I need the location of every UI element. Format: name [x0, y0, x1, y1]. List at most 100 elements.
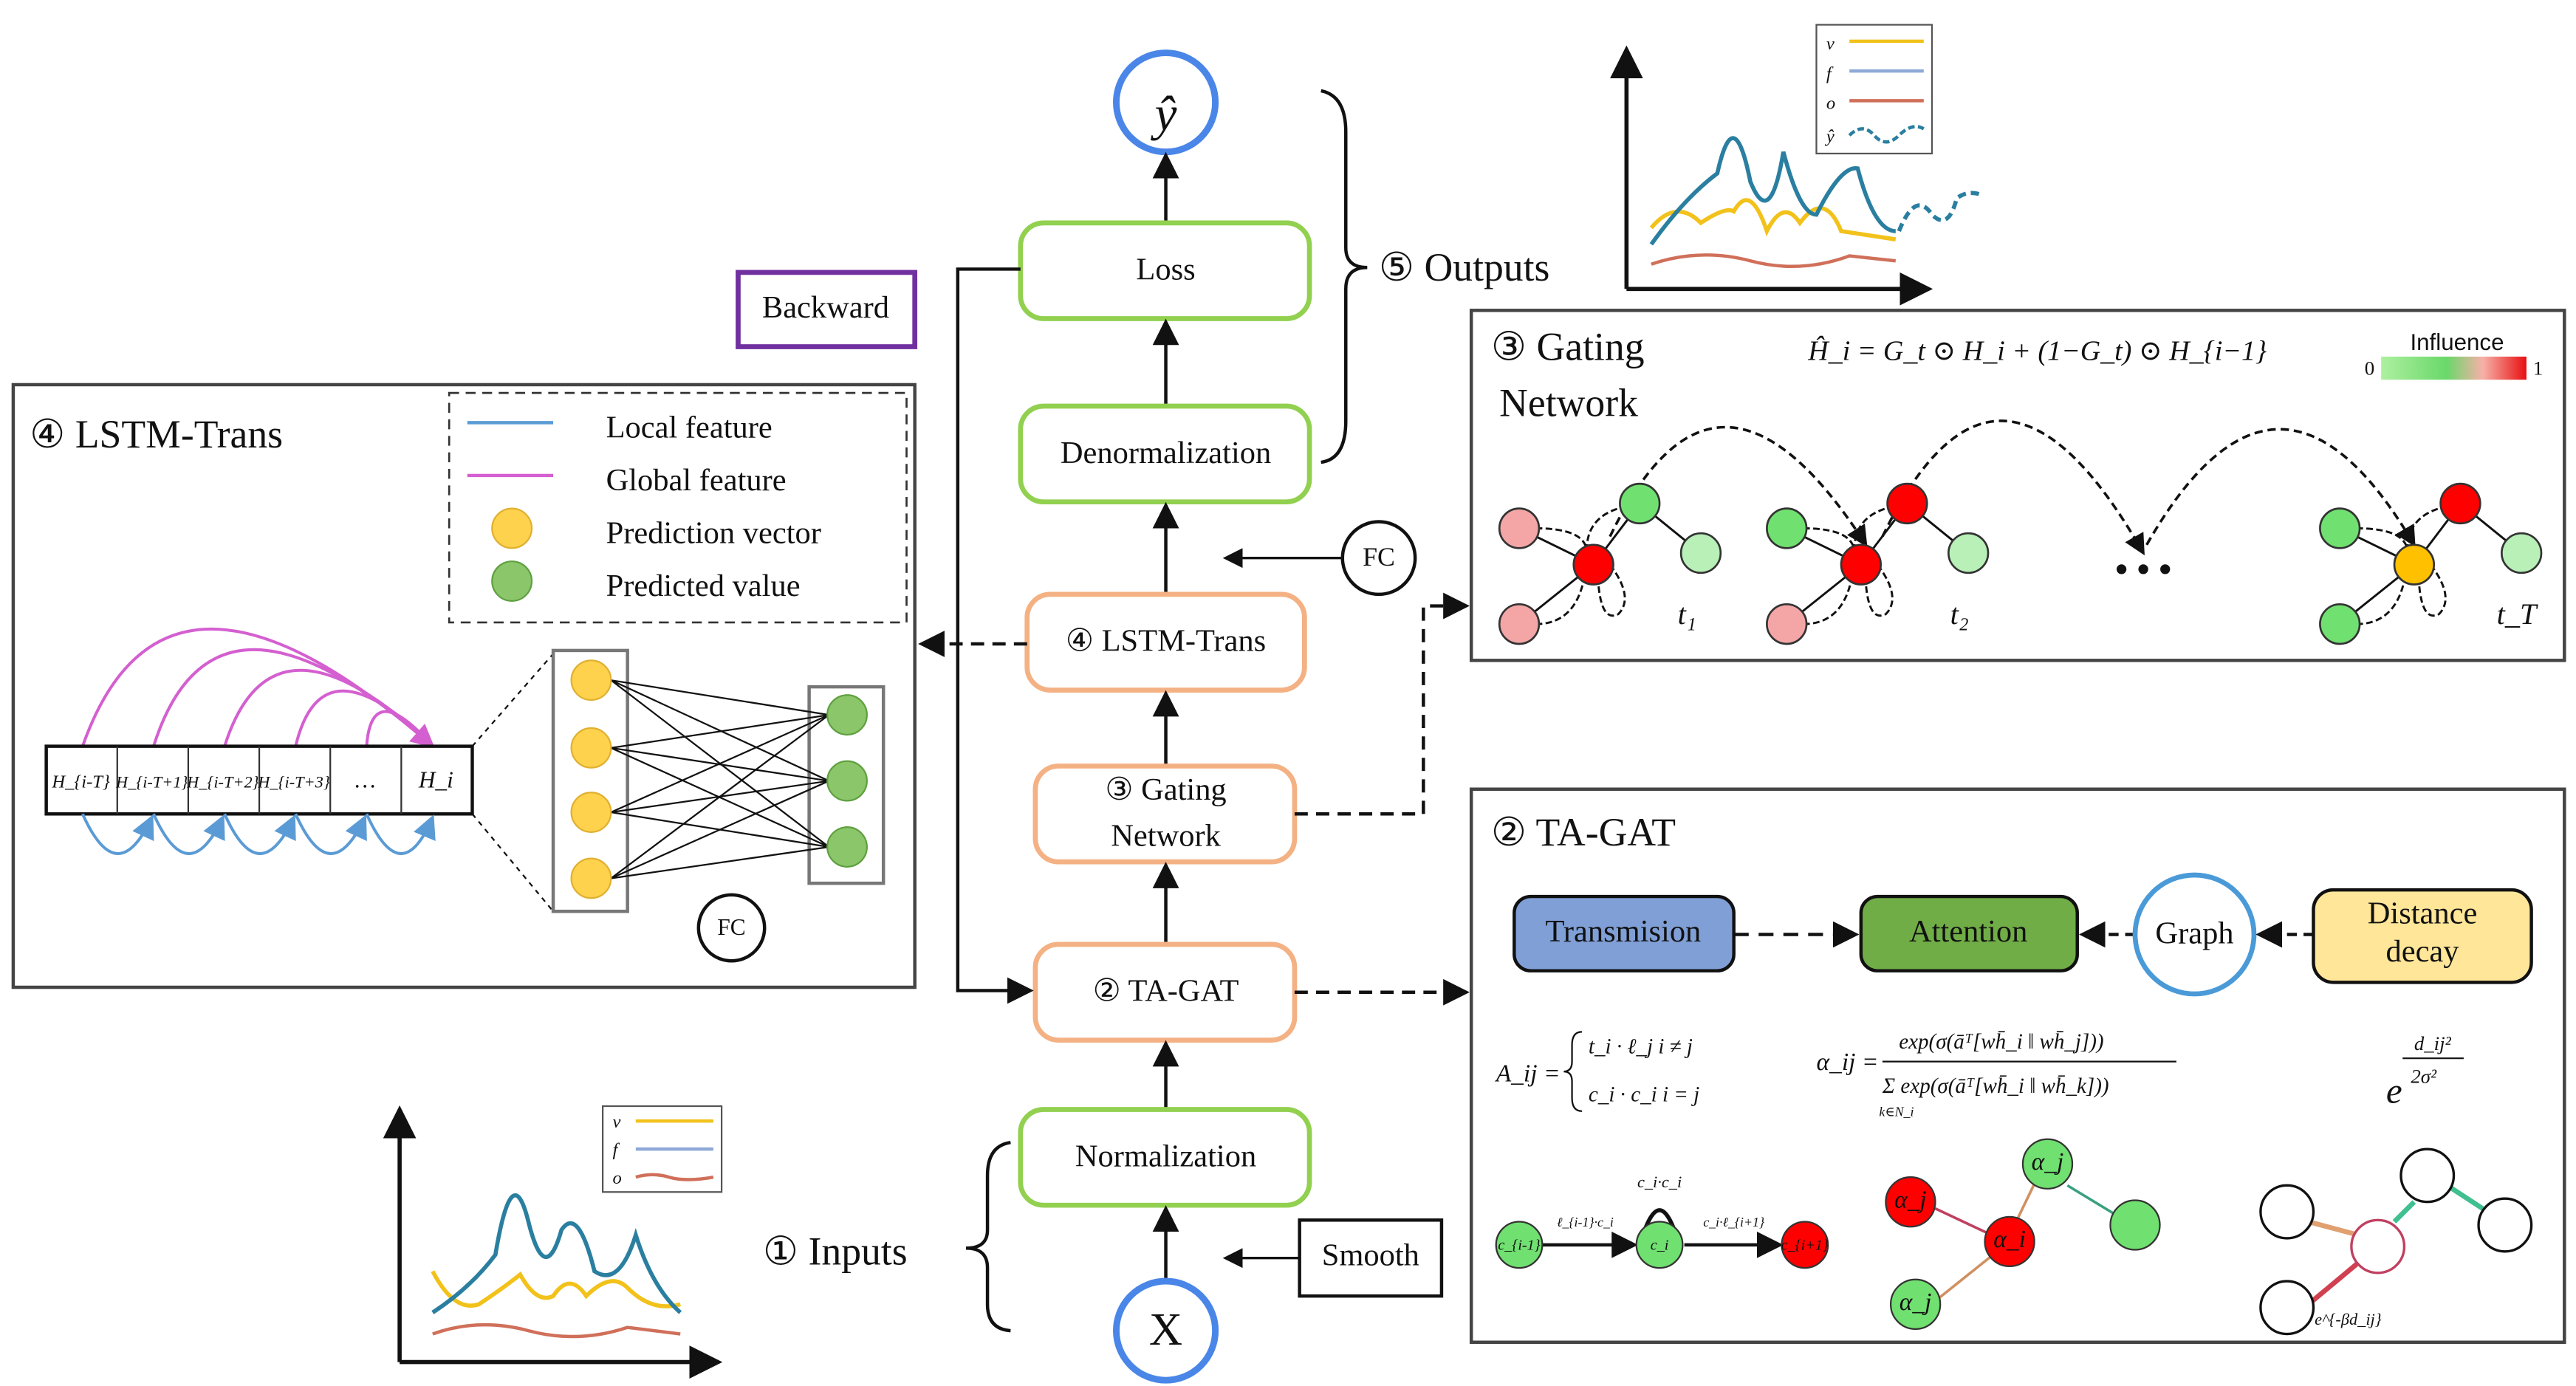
- gating-label-1: ③ Gating: [1105, 772, 1226, 807]
- graph-node: [2319, 507, 2361, 549]
- normalization-label: Normalization: [1075, 1139, 1256, 1173]
- predicted-value-node: [826, 826, 868, 868]
- legend-local-feature: Local feature: [606, 411, 773, 445]
- inputs-brace: [965, 1140, 1011, 1333]
- fc-connection: [610, 714, 829, 814]
- prediction-vector-node: [570, 727, 612, 769]
- input-symbol: X: [1149, 1303, 1182, 1355]
- legend-yhat: ŷ: [1824, 126, 1835, 146]
- attention-edge: [1934, 1207, 1993, 1237]
- output-chart-legend: [1815, 24, 1933, 155]
- output-curve-yhat: [1897, 191, 1983, 233]
- cell-h-i-t-2: H_{i-T+2}: [186, 773, 259, 792]
- cell-h-i-t-1: H_{i-T+1}: [115, 773, 188, 792]
- gating-panel: ③ Gating Network Ĥ_i = G_t ⊙ H_i + (1−G_…: [1469, 309, 2566, 662]
- cell-ellipsis: …: [354, 767, 377, 793]
- input-node: X: [1112, 1277, 1219, 1384]
- colorbar-min: 0: [2365, 357, 2374, 380]
- legend-predicted-value: Predicted value: [606, 569, 801, 603]
- input-curve-f: [431, 1193, 682, 1314]
- legend-global-feature: Global feature: [606, 463, 787, 498]
- graph-label: Graph: [2155, 916, 2233, 950]
- decay-node: [2477, 1197, 2533, 1253]
- time-label-tT: t_T: [2497, 597, 2538, 631]
- self-loop-edge: [2418, 563, 2447, 617]
- transmission-label: Transmision: [1545, 914, 1701, 949]
- attention-edge: [1934, 1253, 1994, 1303]
- self-loop-edge: [1597, 563, 1626, 617]
- gating-network-box[interactable]: ③ Gating Network: [1032, 764, 1298, 865]
- backward-arrow: [956, 267, 1034, 1004]
- graph-node: [2439, 482, 2481, 525]
- input-curve-v: [431, 1270, 681, 1308]
- gating-panel-arrow: [1294, 592, 1470, 816]
- legend-o: o: [1826, 94, 1835, 114]
- time-label-t2: t₂: [1950, 597, 1969, 631]
- formula-a-lhs: A_ij =: [1495, 1060, 1561, 1087]
- decay-edge: [2445, 1183, 2487, 1212]
- decay-node: [2350, 1218, 2406, 1274]
- inputs-label: ① Inputs: [763, 1229, 908, 1274]
- graph-node[interactable]: Graph: [2132, 872, 2257, 997]
- gating-panel-title-1: ③ Gating: [1491, 324, 1645, 368]
- gating-ellipsis: • • •: [2115, 549, 2171, 589]
- output-curve-v: [1649, 198, 1897, 241]
- input-chart: v f o: [383, 1105, 723, 1379]
- prediction-vector-node: [570, 659, 612, 701]
- formula-decay-denominator: 2σ²: [2411, 1066, 2437, 1088]
- graph-node: [1948, 532, 1990, 574]
- fc-connection: [611, 714, 829, 749]
- fc-connection: [611, 679, 829, 716]
- graph-node: [2319, 603, 2361, 645]
- fc-connection: [610, 714, 830, 879]
- cell-h-i-t-3: H_{i-T+3}: [257, 773, 330, 792]
- attention-node: [2109, 1199, 2161, 1251]
- transmission-box[interactable]: Transmision: [1513, 894, 1736, 972]
- colorbar-max: 1: [2533, 357, 2543, 380]
- output-curve-f: [1649, 136, 1897, 246]
- decay-edge: [2392, 1200, 2416, 1224]
- cell-h-i-t: H_{i-T}: [51, 772, 110, 792]
- attention-box[interactable]: Attention: [1859, 894, 2079, 972]
- graph-node: [1619, 482, 1661, 525]
- lstm-fc-label: FC: [717, 914, 745, 940]
- attention-node: [2021, 1138, 2074, 1190]
- formula-decay-numerator: d_ij²: [2414, 1032, 2452, 1054]
- transmission-node: [1781, 1221, 1829, 1269]
- fc-connection: [610, 780, 829, 879]
- denormalization-box[interactable]: Denormalization: [1018, 403, 1312, 505]
- attention-label: Attention: [1909, 914, 2027, 949]
- transmission-edge-label: ℓ_{i-1}·c_i: [1557, 1215, 1614, 1229]
- input-curve-o: [432, 1322, 681, 1339]
- formula-decay-base: e: [2386, 1071, 2402, 1111]
- gating-panel-title-2: Network: [1499, 380, 1638, 425]
- self-loop-edge: [1865, 563, 1894, 617]
- loss-box[interactable]: Loss: [1018, 220, 1312, 321]
- normalization-box[interactable]: Normalization: [1018, 1107, 1312, 1208]
- ta-gat-box[interactable]: ② TA-GAT: [1032, 941, 1298, 1043]
- legend-v: v: [1826, 34, 1835, 54]
- output-symbol: ŷ: [1151, 86, 1177, 141]
- denormalization-label: Denormalization: [1061, 436, 1271, 470]
- decay-node: [2259, 1280, 2315, 1336]
- transmission-node-label: c_{i+1}: [1781, 1238, 1829, 1254]
- smooth-box[interactable]: Smooth: [1298, 1218, 1444, 1298]
- lstm-trans-box[interactable]: ④ LSTM-Trans: [1024, 591, 1307, 693]
- output-node: ŷ: [1112, 49, 1219, 156]
- attention-edge: [2066, 1184, 2114, 1215]
- graph-node: [2393, 543, 2436, 586]
- ta-gat-label: ② TA-GAT: [1093, 974, 1239, 1009]
- attention-node: [1889, 1278, 1942, 1330]
- influence-colorbar: [2381, 356, 2527, 380]
- decay-node: [2259, 1184, 2315, 1240]
- decay-edge: [2306, 1260, 2360, 1306]
- transmission-node: [1635, 1221, 1684, 1269]
- formula-alpha-denominator: Σ exp(σ(āᵀ[wh̄_i ‖ wh̄_k])): [1882, 1074, 2109, 1098]
- time-label-t1: t₁: [1678, 597, 1696, 631]
- graph-node: [2501, 532, 2543, 574]
- distance-decay-box[interactable]: Distance decay: [2312, 888, 2533, 984]
- backward-box[interactable]: Backward: [736, 270, 918, 349]
- output-curve-o: [1651, 253, 1897, 269]
- distance-label-1: Distance: [2368, 896, 2478, 931]
